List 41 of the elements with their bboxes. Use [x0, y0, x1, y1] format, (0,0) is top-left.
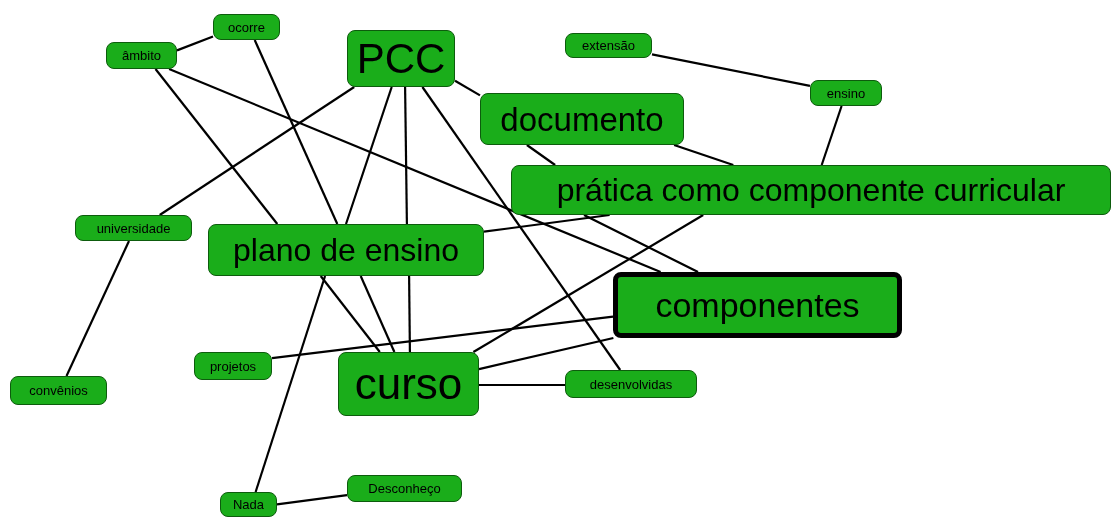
- connector-line: [526, 144, 556, 166]
- concept-box: Desconheço: [347, 475, 462, 502]
- connector-line: [344, 86, 393, 225]
- connector-line: [408, 276, 411, 352]
- concept-box: Nada: [220, 492, 277, 517]
- connector-line: [479, 383, 565, 387]
- connector-line: [159, 86, 355, 216]
- concept-box: ensino: [810, 80, 882, 106]
- connector-line: [359, 275, 396, 353]
- concept-box: plano de ensino: [208, 224, 484, 276]
- connector-line: [168, 68, 662, 273]
- concept-box: projetos: [194, 352, 272, 380]
- connector-line: [673, 143, 734, 167]
- concept-box: convênios: [10, 376, 107, 405]
- connector-line: [820, 105, 843, 166]
- connector-line: [472, 214, 704, 353]
- connector-line: [478, 336, 614, 371]
- concept-box: extensão: [565, 33, 652, 58]
- connector-line: [319, 275, 381, 353]
- concept-box: âmbito: [106, 42, 177, 69]
- connector-line: [483, 213, 610, 233]
- concept-box: universidade: [75, 215, 192, 241]
- connector-line: [276, 494, 348, 506]
- connector-line: [154, 68, 279, 225]
- concept-box: curso: [338, 352, 479, 416]
- connector-line: [583, 214, 699, 273]
- concept-box: desenvolvidas: [565, 370, 697, 398]
- connector-line: [65, 240, 130, 377]
- connector-line: [271, 315, 614, 360]
- concept-box: documento: [480, 93, 684, 145]
- connector-line: [404, 87, 408, 224]
- connector-line: [421, 86, 622, 371]
- connector-line: [454, 79, 481, 97]
- connector-line: [253, 39, 339, 225]
- concept-box: PCC: [347, 30, 455, 87]
- concept-box: ocorre: [213, 14, 280, 40]
- concept-box: prática como componente curricular: [511, 165, 1111, 215]
- concept-box: componentes: [613, 272, 902, 338]
- connector-line: [254, 275, 327, 493]
- connector-line: [176, 35, 214, 52]
- connector-line: [651, 53, 811, 87]
